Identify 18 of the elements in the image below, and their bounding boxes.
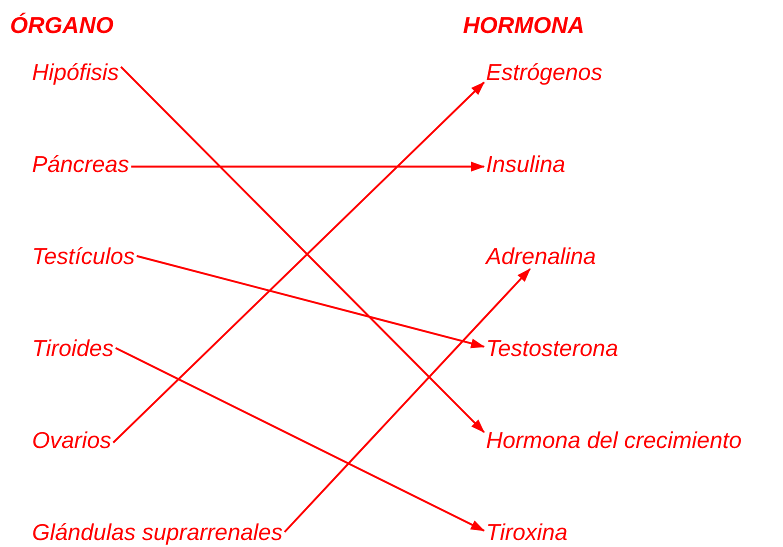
node-label: Testosterona <box>486 335 618 361</box>
node-label: Adrenalina <box>486 243 596 269</box>
node-label: Tiroides <box>32 335 114 361</box>
node-label: Tiroxina <box>486 519 568 545</box>
node-label: Glándulas suprarrenales <box>32 519 283 545</box>
arrow <box>136 255 485 348</box>
node-label: Testículos <box>32 243 135 269</box>
arrow <box>284 268 531 533</box>
arrow <box>131 162 485 172</box>
node-label: Insulina <box>486 151 566 177</box>
node-label: Páncreas <box>32 151 130 177</box>
node-label: Estrógenos <box>486 59 602 85</box>
column-heading: ÓRGANO <box>10 12 114 38</box>
column-heading: HORMONA <box>463 12 584 38</box>
arrow <box>115 347 485 532</box>
node-label: Hormona del crecimiento <box>486 427 742 453</box>
node-label: Ovarios <box>32 427 112 453</box>
node-label: Hipófisis <box>32 59 119 85</box>
